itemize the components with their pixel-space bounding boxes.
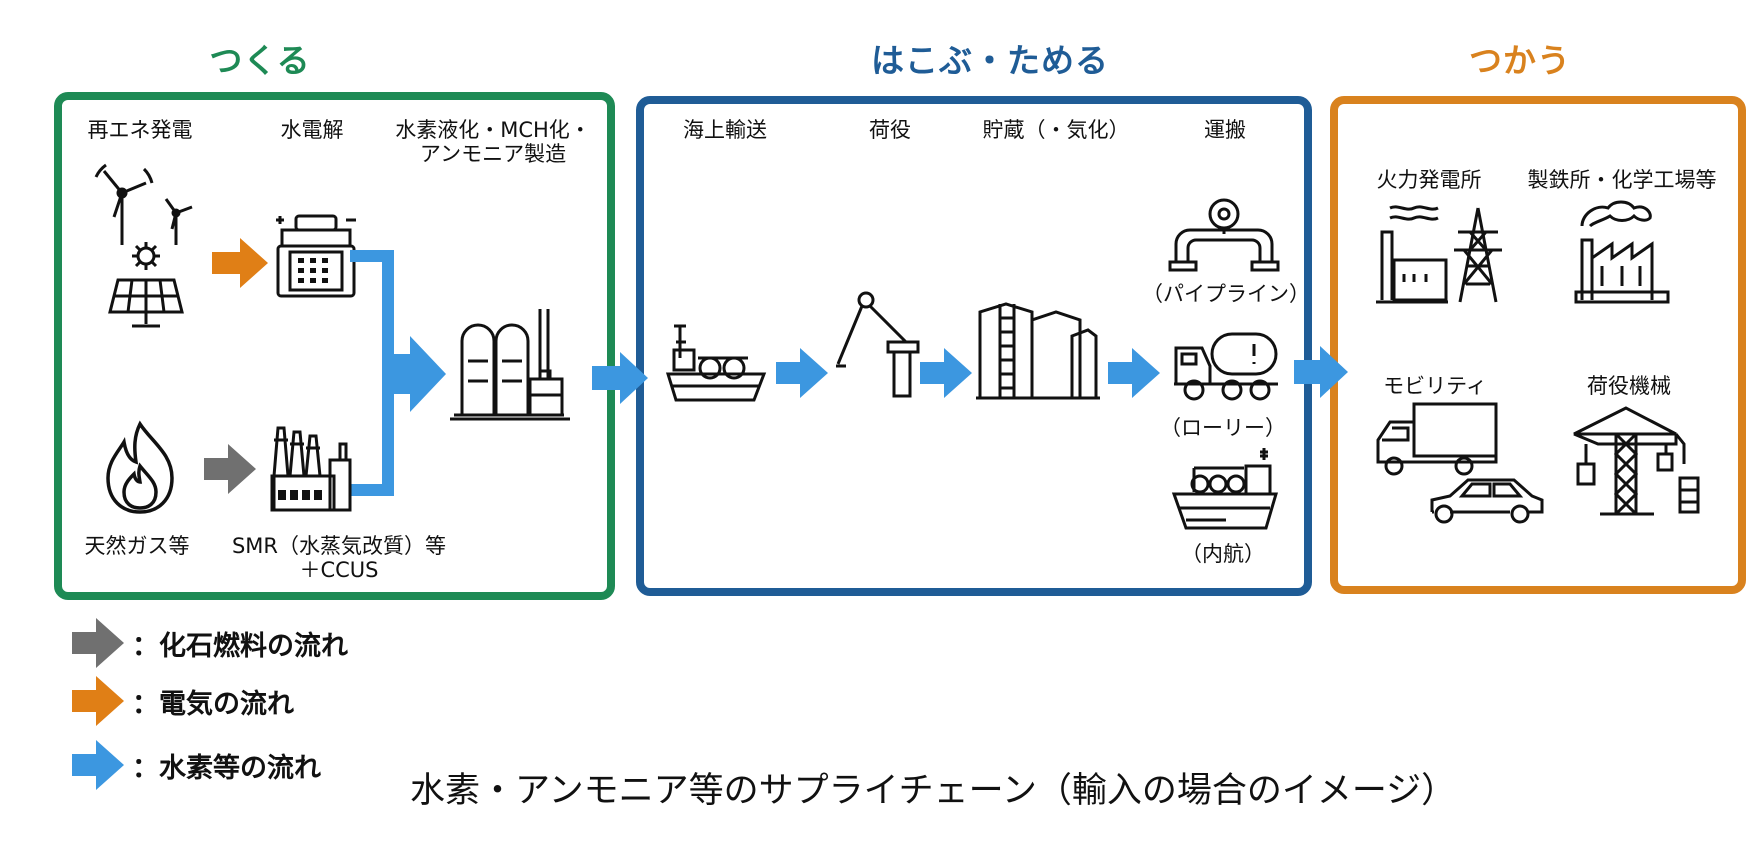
hydrogen-flow-arrow-1	[592, 352, 648, 404]
power-plant-icon	[1374, 204, 1514, 308]
storage-tank-icon	[976, 298, 1100, 402]
coastal-tanker-icon	[1170, 444, 1280, 534]
label-mobility: モビリティ	[1383, 374, 1487, 398]
tank-lorry-icon	[1172, 326, 1280, 404]
diagram-caption: 水素・アンモニア等のサプライチェーン（輸入の場合のイメージ）	[410, 771, 1457, 811]
label-natural-gas: 天然ガス等	[84, 534, 190, 558]
label-smr-1: SMR（水蒸気改質）等	[231, 534, 447, 558]
hydrogen-flow-bracket	[350, 248, 450, 504]
fossil-fuel-flow-arrow	[204, 444, 256, 494]
legend-hydrogen: ：水素等の流れ	[72, 740, 321, 790]
gray-arrow-icon	[72, 618, 124, 668]
legend-fossil: ：化石燃料の流れ	[72, 618, 348, 668]
label-smr-2: ＋CCUS	[299, 558, 379, 582]
flame-icon	[102, 420, 178, 516]
label-cargo-machinery: 荷役機械	[1587, 374, 1671, 398]
electrolyzer-icon	[272, 212, 360, 302]
pipeline-icon	[1166, 196, 1282, 276]
hydrogen-plant-icon	[448, 305, 572, 429]
label-liquefaction-1: 水素液化・MCH化・	[395, 118, 591, 142]
ship-icon	[664, 318, 770, 406]
section-title-use: つかう	[1469, 41, 1571, 80]
label-coastal: （内航）	[1181, 542, 1265, 566]
blue-arrow-icon	[72, 740, 124, 790]
solar-panel-icon	[104, 240, 188, 330]
use-section-box	[1330, 96, 1746, 594]
wind-turbine-icon	[84, 163, 204, 245]
label-shipping: 海上輸送	[683, 118, 767, 142]
label-lorry: （ローリー）	[1160, 416, 1286, 440]
label-steel-chemical: 製鉄所・化学工場等	[1527, 168, 1717, 192]
truck-icon	[1374, 400, 1500, 480]
hydrogen-flow-arrow-2	[776, 348, 828, 398]
legend-electricity-text: ：電気の流れ	[132, 688, 294, 720]
label-storage: 貯蔵（・気化）	[982, 118, 1130, 142]
legend-hydrogen-text: ：水素等の流れ	[132, 752, 321, 784]
section-title-make: つくる	[209, 41, 311, 80]
gas-plant-icon	[268, 424, 354, 514]
electricity-flow-arrow	[212, 238, 268, 288]
label-cargo-handling: 荷役	[869, 118, 911, 142]
crane-icon	[1570, 404, 1702, 518]
label-power-plant: 火力発電所	[1376, 168, 1482, 192]
label-renewable: 再エネ発電	[87, 118, 193, 142]
hydrogen-flow-arrow-3	[920, 348, 972, 398]
car-icon	[1428, 472, 1546, 526]
label-electrolysis: 水電解	[280, 118, 344, 142]
section-title-transport: はこぶ・ためる	[871, 41, 1109, 80]
legend-electricity: ：電気の流れ	[72, 676, 294, 726]
loading-arm-icon	[834, 290, 922, 400]
hydrogen-flow-arrow-5	[1294, 346, 1348, 398]
orange-arrow-icon	[72, 676, 124, 726]
label-pipeline: （パイプライン）	[1142, 282, 1310, 306]
factory-icon	[1572, 196, 1676, 308]
label-liquefaction-2: アンモニア製造	[419, 142, 567, 166]
legend-fossil-text: ：化石燃料の流れ	[132, 630, 348, 662]
transport-section-box	[636, 96, 1312, 596]
hydrogen-flow-arrow-4	[1108, 348, 1160, 398]
label-delivery: 運搬	[1204, 118, 1246, 142]
make-section-box	[54, 92, 615, 600]
